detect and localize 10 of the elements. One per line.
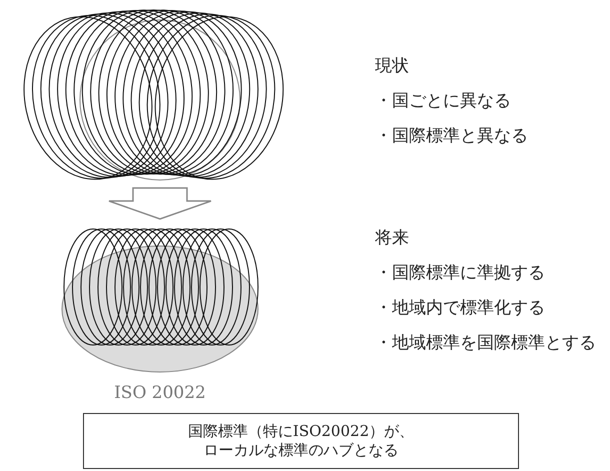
block-arrow [108, 187, 212, 220]
bullet-item: ・地域標準を国際標準とする [375, 333, 596, 353]
section-heading: 現状 [375, 56, 409, 76]
bullet-item: ・国ごとに異なる [375, 91, 511, 111]
bullet-item: ・地域内で標準化する [375, 298, 545, 318]
section-heading: 将来 [375, 228, 409, 248]
text-box: 国際標準（特にISO20022）が、ローカルな標準のハブとなる [83, 413, 519, 469]
bullet-item: ・国際標準に準拠する [375, 263, 545, 283]
bullet-item: ・国際標準と異なる [375, 126, 528, 146]
node-label: ISO 20022 [113, 383, 207, 403]
